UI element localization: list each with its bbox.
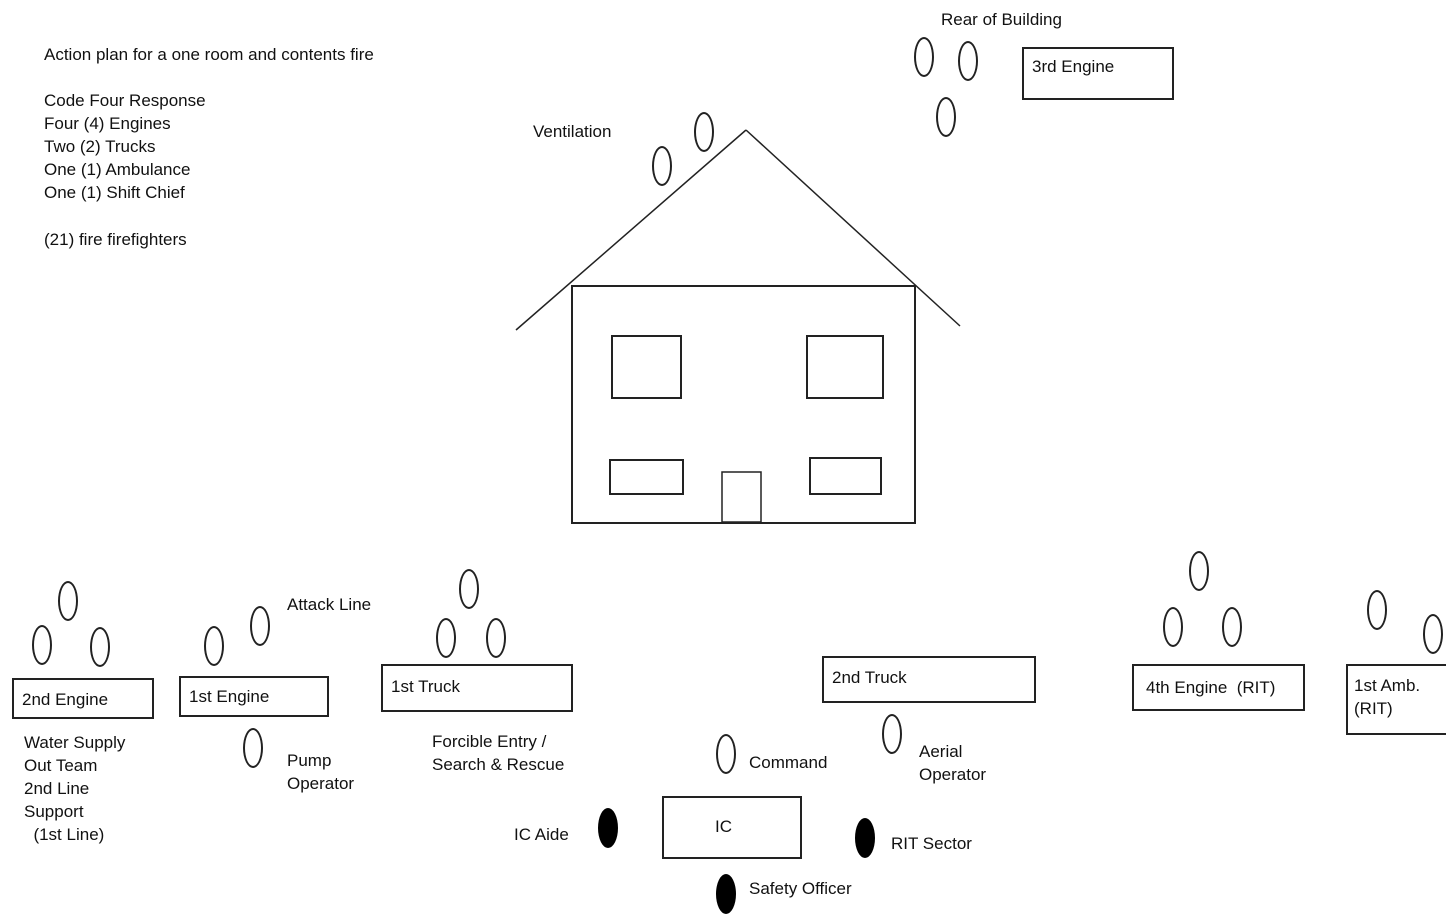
- window-lower-left: [609, 459, 684, 495]
- firefighter-marker: [958, 41, 978, 81]
- forcible-entry-label: Forcible Entry / Search & Rescue: [432, 732, 565, 774]
- response-line: One (1) Shift Chief: [44, 183, 185, 202]
- firefighter-marker: [32, 625, 52, 665]
- firefighter-marker: [486, 618, 506, 658]
- window-upper-right: [806, 335, 884, 399]
- firefighter-marker: [58, 581, 78, 621]
- ic-aide-label: IC Aide: [514, 825, 569, 844]
- firefighter-marker: [882, 714, 902, 754]
- firefighter-marker: [1189, 551, 1209, 591]
- engine-2-label: 2nd Engine: [22, 690, 109, 709]
- ic-aide-marker: [598, 808, 618, 848]
- door: [721, 471, 762, 523]
- firefighter-marker: [652, 146, 672, 186]
- firefighter-marker: [1222, 607, 1242, 647]
- ic-box: IC: [662, 796, 802, 859]
- firefighter-marker: [936, 97, 956, 137]
- truck-1-label: 1st Truck: [391, 677, 460, 696]
- firefighter-marker: [90, 627, 110, 667]
- firefighter-marker: [436, 618, 456, 658]
- engine-3-box: 3rd Engine: [1022, 47, 1174, 100]
- pump-operator-label: Pump Operator: [287, 751, 355, 793]
- firefighter-marker: [694, 112, 714, 152]
- personnel-count: (21) fire firefighters: [44, 230, 187, 249]
- engine-2-box: 2nd Engine: [12, 678, 154, 719]
- truck-2-label: 2nd Truck: [832, 668, 907, 687]
- attack-line-label: Attack Line: [287, 595, 372, 614]
- response-line: Four (4) Engines: [44, 114, 171, 133]
- firefighter-marker: [914, 37, 934, 77]
- engine-1-box: 1st Engine: [179, 676, 329, 717]
- ambulance-1-label: 1st Amb. (RIT): [1354, 676, 1421, 718]
- firefighter-marker: [250, 606, 270, 646]
- command-label: Command: [749, 753, 828, 772]
- truck-1-box: 1st Truck: [381, 664, 573, 712]
- truck-2-box: 2nd Truck: [822, 656, 1036, 703]
- window-upper-left: [611, 335, 682, 399]
- firefighter-marker: [1367, 590, 1387, 630]
- window-lower-right: [809, 457, 882, 495]
- engine-4-label: 4th Engine (RIT): [1146, 678, 1276, 697]
- response-line: One (1) Ambulance: [44, 160, 191, 179]
- aerial-operator-label: Aerial Operator: [919, 742, 987, 784]
- response-line: Code Four Response: [44, 91, 206, 110]
- firefighter-marker: [204, 626, 224, 666]
- firefighter-marker: [1163, 607, 1183, 647]
- roof-left-line: [515, 129, 747, 331]
- rit-sector-label: RIT Sector: [891, 834, 972, 853]
- engine-1-label: 1st Engine: [189, 687, 270, 706]
- firefighter-marker: [716, 734, 736, 774]
- ic-label: IC: [715, 817, 732, 836]
- engine-3-label: 3rd Engine: [1032, 57, 1115, 76]
- firefighter-marker: [1423, 614, 1443, 654]
- plan-title: Action plan for a one room and contents …: [44, 45, 374, 64]
- roof-right-line: [745, 129, 961, 327]
- response-line: Two (2) Trucks: [44, 137, 156, 156]
- firefighter-marker: [243, 728, 263, 768]
- ventilation-label: Ventilation: [533, 122, 612, 141]
- firefighter-marker: [459, 569, 479, 609]
- ambulance-1-box: 1st Amb. (RIT): [1346, 664, 1446, 735]
- safety-officer-label: Safety Officer: [749, 879, 852, 898]
- engine-4-box: 4th Engine (RIT): [1132, 664, 1305, 711]
- rear-of-building-label: Rear of Building: [941, 10, 1062, 29]
- safety-officer-marker: [716, 874, 736, 914]
- rit-sector-marker: [855, 818, 875, 858]
- water-supply-label: Water Supply Out Team 2nd Line Support (…: [24, 733, 126, 844]
